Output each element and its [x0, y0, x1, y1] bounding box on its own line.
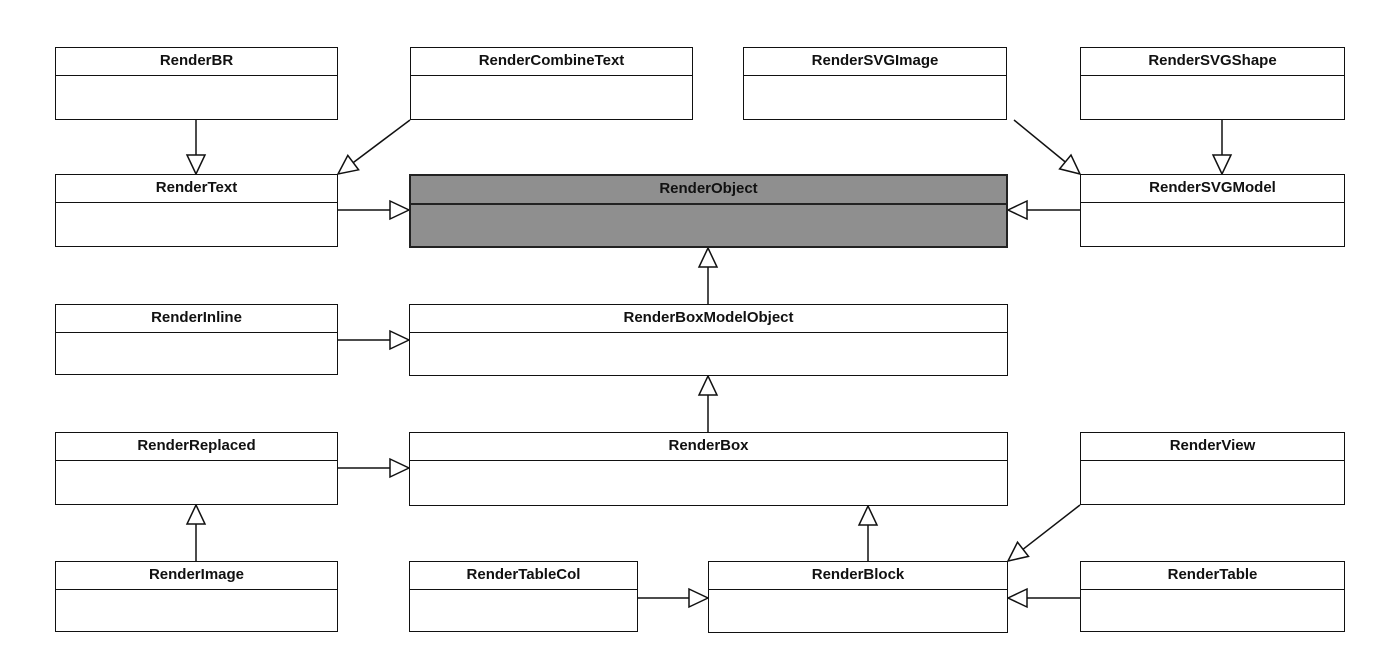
class-box-renderreplaced: RenderReplaced	[55, 432, 338, 505]
class-box-renderbr: RenderBR	[55, 47, 338, 120]
class-box-rendercombinetext: RenderCombineText	[410, 47, 693, 120]
inheritance-arrowhead-icon	[688, 587, 710, 609]
class-box-renderobject: RenderObject	[409, 174, 1008, 248]
class-box-rendertable: RenderTable	[1080, 561, 1345, 632]
class-name: RenderSVGShape	[1081, 48, 1344, 76]
edge-line	[1022, 504, 1081, 550]
inheritance-arrowhead-icon	[1006, 540, 1030, 563]
class-box-rendertablecol: RenderTableCol	[409, 561, 638, 632]
inheritance-arrowhead-icon	[697, 246, 719, 268]
class-name: RenderBlock	[709, 562, 1007, 590]
inherit-edge-renderbox-to-renderboxmodelobject	[697, 374, 719, 432]
inheritance-arrowhead-icon	[389, 329, 411, 351]
inheritance-arrowhead-icon	[1058, 153, 1082, 176]
class-name: RenderTable	[1081, 562, 1344, 590]
class-box-rendersvgshape: RenderSVGShape	[1080, 47, 1345, 120]
inherit-edge-rendersvgmodel-to-renderobject	[1006, 199, 1080, 221]
class-name: RenderText	[56, 175, 337, 203]
inherit-edge-renderreplaced-to-renderbox	[338, 457, 411, 479]
class-name: RenderCombineText	[411, 48, 692, 76]
class-name: RenderImage	[56, 562, 337, 590]
inherit-edge-rendertext-to-renderobject	[338, 199, 411, 221]
inheritance-arrowhead-icon	[185, 503, 207, 525]
inherit-edge-renderinline-to-renderboxmodelobject	[338, 329, 411, 351]
inherit-edge-rendertablecol-to-renderblock	[638, 587, 710, 609]
class-name: RenderView	[1081, 433, 1344, 461]
class-box-renderimage: RenderImage	[55, 561, 338, 632]
inheritance-arrowhead-icon	[697, 374, 719, 396]
class-name: RenderBR	[56, 48, 337, 76]
inherit-edge-rendersvgimage-to-rendersvgmodel	[1013, 119, 1082, 176]
inherit-edge-rendercombinetext-to-rendertext	[336, 119, 411, 176]
class-name: RenderBox	[410, 433, 1007, 461]
class-box-renderbox: RenderBox	[409, 432, 1008, 506]
class-name: RenderTableCol	[410, 562, 637, 590]
inherit-edge-rendertable-to-renderblock	[1006, 587, 1080, 609]
class-box-renderinline: RenderInline	[55, 304, 338, 375]
class-box-renderblock: RenderBlock	[708, 561, 1008, 633]
class-name: RenderReplaced	[56, 433, 337, 461]
edge-line	[352, 119, 411, 164]
inheritance-arrowhead-icon	[389, 457, 411, 479]
inherit-edge-rendersvgshape-to-rendersvgmodel	[1211, 120, 1233, 176]
class-name: RenderBoxModelObject	[410, 305, 1007, 333]
class-box-rendersvgimage: RenderSVGImage	[743, 47, 1007, 120]
inheritance-arrowhead-icon	[1006, 199, 1028, 221]
inheritance-arrowhead-icon	[336, 154, 360, 176]
class-box-renderboxmodelobject: RenderBoxModelObject	[409, 304, 1008, 376]
inherit-edge-renderboxmodelobject-to-renderobject	[697, 246, 719, 304]
inheritance-arrowhead-icon	[1211, 154, 1233, 176]
class-box-rendertext: RenderText	[55, 174, 338, 247]
inherit-edge-renderbr-to-rendertext	[185, 120, 207, 176]
class-name: RenderSVGModel	[1081, 175, 1344, 203]
class-name: RenderInline	[56, 305, 337, 333]
class-box-renderview: RenderView	[1080, 432, 1345, 505]
class-name: RenderObject	[411, 176, 1006, 205]
inherit-edge-renderblock-to-renderbox	[857, 504, 879, 561]
edge-line	[1013, 119, 1066, 163]
inheritance-arrowhead-icon	[185, 154, 207, 176]
inherit-edge-renderview-to-renderblock	[1006, 504, 1081, 563]
class-box-rendersvgmodel: RenderSVGModel	[1080, 174, 1345, 247]
inheritance-arrowhead-icon	[857, 504, 879, 526]
inherit-edge-renderimage-to-renderreplaced	[185, 503, 207, 561]
inheritance-arrowhead-icon	[1006, 587, 1028, 609]
inheritance-arrowhead-icon	[389, 199, 411, 221]
class-name: RenderSVGImage	[744, 48, 1006, 76]
